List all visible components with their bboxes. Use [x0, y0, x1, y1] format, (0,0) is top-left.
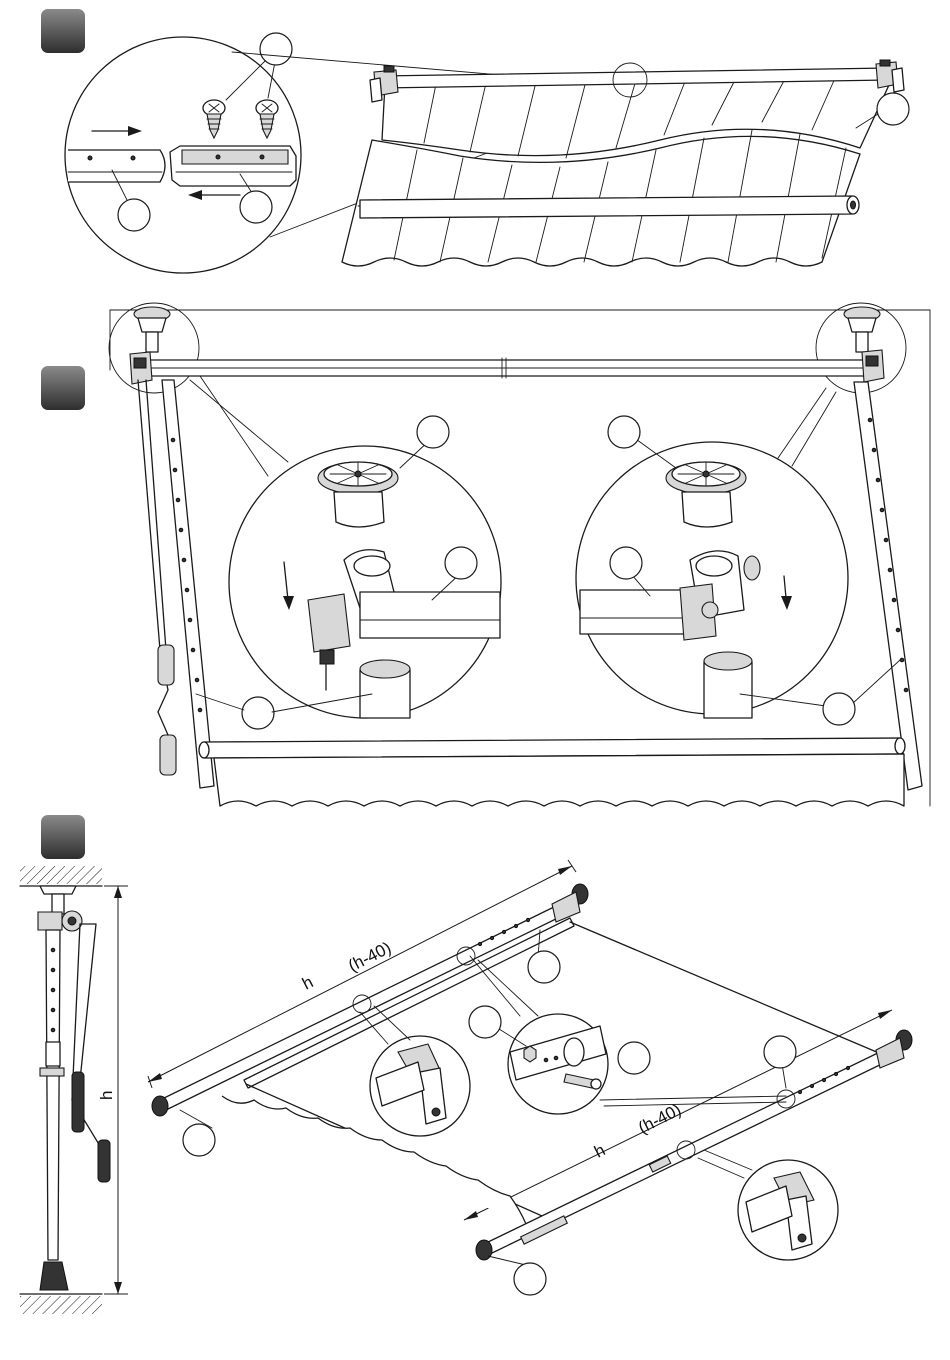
- step-1-awning: [342, 60, 904, 266]
- callout-marker: [877, 93, 909, 125]
- callout-marker: [469, 1006, 501, 1038]
- callout-marker: [610, 547, 642, 579]
- side-pole-view: h: [20, 866, 128, 1314]
- callout-marker: [823, 693, 855, 725]
- callout-marker: [118, 199, 150, 231]
- step-1-badge: [41, 9, 85, 53]
- callout-marker: [417, 416, 449, 448]
- dim-h-upper: h: [299, 972, 316, 993]
- step-1-detail-circle: [65, 37, 301, 273]
- ceiling-hatch-icon: [20, 866, 102, 884]
- callout-marker: [260, 33, 292, 65]
- callout-marker: [242, 697, 274, 729]
- callout-marker: [514, 1263, 546, 1295]
- callout-marker: [445, 547, 477, 579]
- dim-h-minus-40-upper: (h-40): [345, 938, 394, 976]
- right-end-bracket: [876, 60, 904, 92]
- callout-marker: [240, 191, 272, 223]
- step-3-panel: h h (h-40) h (h-40): [20, 815, 912, 1314]
- callout-marker: [764, 1036, 796, 1068]
- height-label: h: [97, 1091, 116, 1100]
- dim-h-minus-40-lower: (h-40): [635, 1100, 684, 1138]
- step-2-panel: [41, 303, 930, 806]
- isometric-awning-view: h (h-40) h (h-40): [148, 860, 912, 1266]
- step-1-panel: [41, 9, 909, 273]
- callout-marker: [528, 951, 560, 983]
- callout-marker: [618, 1042, 650, 1074]
- floor-hatch-icon: [20, 1296, 102, 1314]
- step-2-badge: [41, 366, 85, 410]
- step-3-badge: [41, 815, 85, 859]
- callout-marker: [183, 1124, 215, 1156]
- callout-marker: [608, 416, 640, 448]
